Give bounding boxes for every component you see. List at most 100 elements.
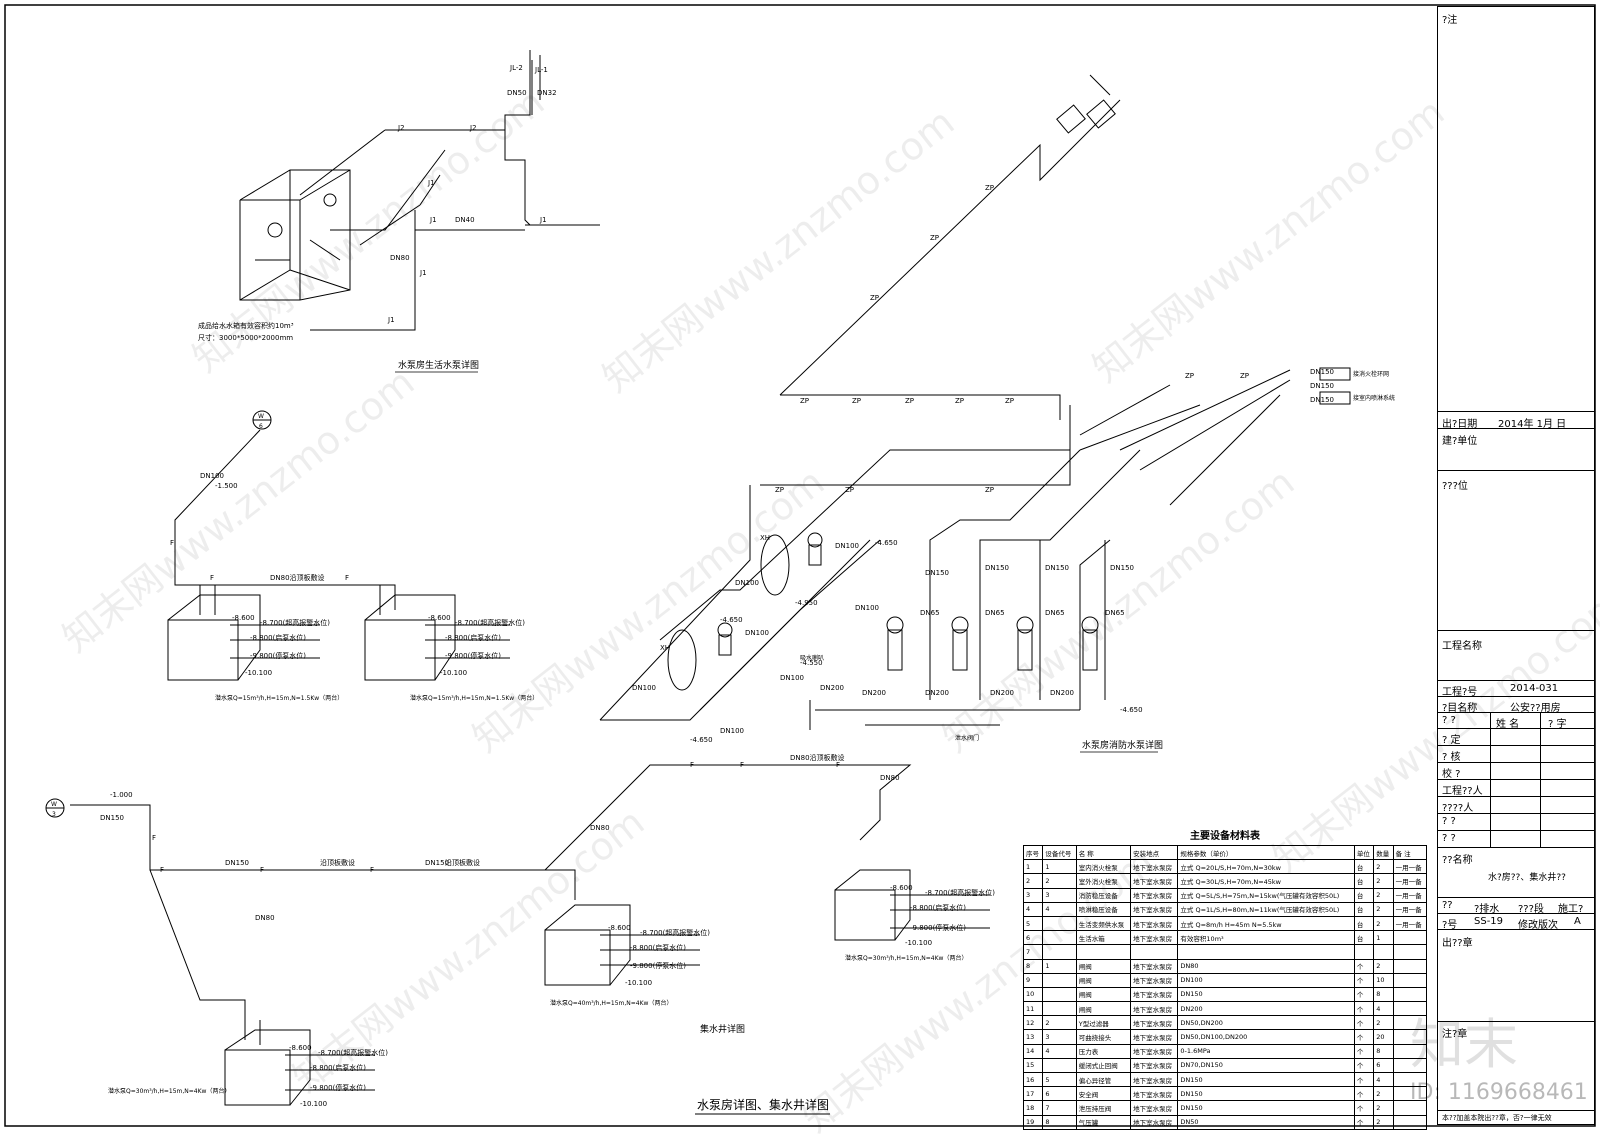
table-cell: DN150 <box>1177 1100 1355 1116</box>
sheet-row: ?号 SS-19 修改版次 A <box>1438 914 1594 931</box>
role-label: ? ? <box>1442 816 1456 827</box>
table-cell: 地下室水泵房 <box>1130 1086 1179 1102</box>
table-cell: 3 <box>1042 887 1077 903</box>
table-cell: DN80 <box>1177 958 1355 974</box>
table-row: 7 <box>1022 944 1428 960</box>
table-cell <box>1353 944 1375 960</box>
level-label: -8.700(超高报警水位) <box>260 618 330 627</box>
role-row: ????人 <box>1438 797 1594 814</box>
table-cell: 4 <box>1042 901 1077 917</box>
table-cell: 地下室水泵房 <box>1130 1001 1179 1017</box>
role-label: ????人 <box>1442 803 1474 814</box>
pipe-label: ZP <box>930 234 939 242</box>
table-cell: 16 <box>1022 1071 1044 1088</box>
pipe-label: ZP <box>1005 397 1014 405</box>
table-cell: 2 <box>1373 1114 1394 1130</box>
pipe-label: J1 <box>539 216 547 224</box>
table-cell <box>1392 1057 1428 1074</box>
pipe-label: DN80 <box>880 774 900 782</box>
level-label: -8.600 <box>232 614 255 622</box>
pipe-label: DN150 <box>925 569 949 577</box>
pump-spec: 潜水泵Q=15m³/h,H=15m,N=1.5Kw（两台） <box>410 694 538 702</box>
pipe-label: DN200 <box>862 689 886 697</box>
pipe-label: JL-2 <box>509 64 523 72</box>
table-cell: 压力表 <box>1075 1043 1132 1059</box>
pipe-label: F <box>690 761 694 769</box>
table-cell: 7 <box>1022 944 1044 960</box>
run-label: DN80沿顶板敷设 <box>790 753 845 762</box>
table-cell: 立式 Q=30L/S,H=70m,N=45kw <box>1177 873 1355 889</box>
table-cell: 15 <box>1022 1057 1044 1074</box>
stamp-box <box>1438 930 1594 1022</box>
level-label: -10.100 <box>245 669 272 677</box>
pipe-label: DN80 <box>390 254 410 262</box>
table-cell: 地下室水泵房 <box>1130 915 1179 932</box>
table-cell <box>1392 1071 1428 1088</box>
table-cell: 13 <box>1022 1029 1044 1045</box>
table-cell: 3 <box>1042 1029 1077 1045</box>
table-cell: 闸阀 <box>1075 1001 1132 1017</box>
table-cell: 个 <box>1353 958 1375 974</box>
table-cell: 6 <box>1042 1086 1077 1102</box>
table-cell: 地下室水泵房 <box>1130 930 1179 946</box>
table-cell: 消防稳压设备 <box>1075 887 1132 903</box>
fire-pump-diagram <box>599 74 1351 730</box>
table-cell: DN150 <box>1177 986 1355 1003</box>
table-cell: 5 <box>1042 1071 1077 1088</box>
level-label: -4.650 <box>720 616 743 624</box>
table-cell: 立式 Q=20L/S,H=70m,N=30kw <box>1177 859 1355 875</box>
table-cell: DN70,DN150 <box>1177 1057 1355 1074</box>
pipe-label: DN200 <box>925 689 949 697</box>
pipe-label: DN150 <box>1310 396 1334 404</box>
table-cell <box>1042 1001 1077 1017</box>
pipe-label: ZP <box>845 486 854 494</box>
table-cell: 1 <box>1373 930 1394 946</box>
run-label: 沿顶板敷设 <box>445 858 480 867</box>
level-label: -8.800(启泵水位) <box>250 633 306 642</box>
table-header: 序号 <box>1022 844 1044 861</box>
equipment-table-title: 主要设备材料表 <box>1190 831 1260 842</box>
pipe-label: J1 <box>427 179 435 187</box>
item-value: 公安??用房 <box>1510 703 1561 714</box>
sump-w6-labels: W 6 DN80沿顶板敷设 DN100 -1.500 F F F -8.600 … <box>170 413 538 702</box>
table-cell: 地下室水泵房 <box>1130 958 1179 974</box>
table-cell <box>1392 1114 1428 1130</box>
pipe-label: DN150 <box>1045 564 1069 572</box>
box-label: 接消火栓环网 <box>1353 370 1389 378</box>
title-block: ?注 出?日期 2014年 1月 日 建?单位 ???位 工程名称 工程?号 2… <box>1437 6 1595 1125</box>
table-cell: 生活变频供水泵 <box>1075 915 1132 932</box>
table-cell <box>1392 972 1428 988</box>
drawing-border <box>4 4 1596 1127</box>
pipe-label: DN40 <box>455 216 475 224</box>
rev-label: 修改版次 <box>1518 920 1558 931</box>
table-cell <box>1177 944 1355 960</box>
table-cell: 闸阀 <box>1075 972 1132 988</box>
table-cell: 3 <box>1022 887 1044 903</box>
project-no-label: 工程?号 <box>1442 687 1478 698</box>
table-cell: 2 <box>1373 1100 1394 1116</box>
level-label: -10.100 <box>440 669 467 677</box>
run-label: DN80沿顶板敷设 <box>270 573 325 582</box>
table-cell: 1 <box>1022 859 1044 875</box>
table-cell <box>1373 944 1394 960</box>
pipe-label: F <box>170 539 174 547</box>
date-value: 2014年 1月 日 <box>1498 419 1567 430</box>
sign-header: 姓 名 <box>1496 719 1520 730</box>
table-cell: 地下室水泵房 <box>1130 1114 1179 1130</box>
table-cell: 12 <box>1022 1015 1044 1031</box>
pump-spec: 潜水泵Q=30m³/h,H=15m,N=4Kw（两台） <box>845 954 967 962</box>
table-cell: 11 <box>1022 1001 1044 1017</box>
project-no: 2014-031 <box>1510 683 1559 694</box>
table-cell: 2 <box>1373 915 1394 932</box>
level-label: -10.100 <box>300 1100 327 1108</box>
role-row: 工程??人 <box>1438 780 1594 797</box>
pipe-label: ZP <box>870 294 879 302</box>
table-cell: 室外消火栓泵 <box>1075 873 1132 889</box>
pipe-label: XH <box>660 644 670 652</box>
table-cell: 8 <box>1373 986 1394 1003</box>
table-cell: 7 <box>1042 1100 1077 1116</box>
